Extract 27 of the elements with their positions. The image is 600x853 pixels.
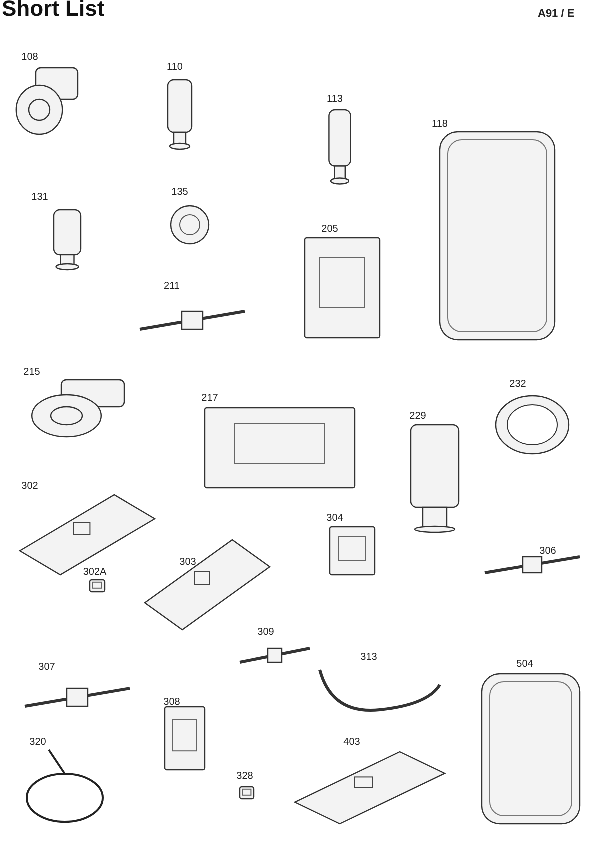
part-number: 304 — [326, 513, 344, 524]
part-number: 306 — [540, 546, 556, 557]
part-number: 309 — [258, 627, 274, 638]
part-number: 135 — [172, 187, 188, 198]
part-number: 302A — [83, 567, 107, 578]
part-number: 232 — [510, 379, 526, 390]
part-number: 131 — [32, 192, 48, 203]
part-number: 108 — [22, 52, 38, 63]
part-number: 307 — [38, 662, 56, 673]
part-number: 217 — [202, 393, 218, 404]
part-number: 211 — [164, 281, 180, 292]
part-number: 205 — [322, 224, 338, 235]
part-number: 229 — [410, 411, 426, 422]
part-number: 110 — [167, 62, 183, 73]
part-number: 320 — [30, 737, 46, 748]
part-number: 118 — [432, 119, 448, 130]
part-number: 215 — [24, 367, 40, 378]
part-number: 313 — [360, 652, 378, 663]
part-number: 504 — [516, 659, 534, 670]
part-number: 303 — [180, 557, 196, 568]
part-number: 328 — [236, 771, 254, 782]
model-code: A91 / E — [538, 8, 575, 20]
page-title: Short List — [2, 0, 105, 22]
part-number: 308 — [164, 697, 180, 708]
part-number: 403 — [344, 737, 360, 748]
part-number: 113 — [327, 94, 343, 105]
part-number: 302 — [22, 481, 38, 492]
